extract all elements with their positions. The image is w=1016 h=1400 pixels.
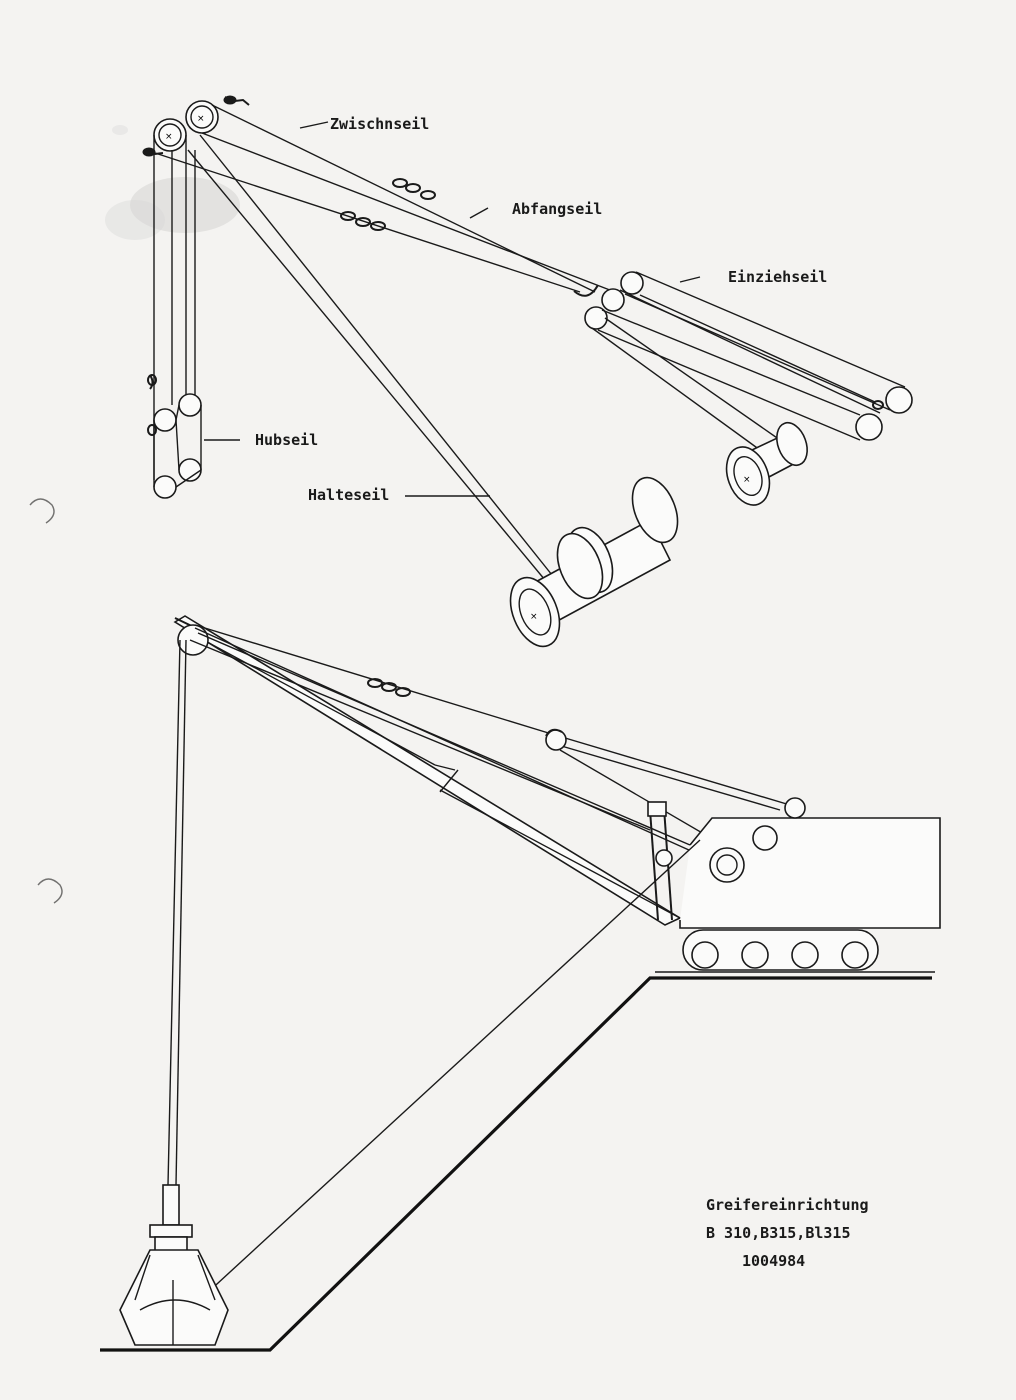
label-halteseil: Halteseil bbox=[308, 486, 389, 504]
excavator-drawing bbox=[100, 615, 941, 1352]
caption-title: Greifereinrichtung bbox=[706, 1196, 869, 1214]
label-einziehseil: Einziehseil bbox=[728, 268, 827, 286]
svg-text:×: × bbox=[530, 612, 538, 622]
luffing-drum: × bbox=[725, 421, 808, 506]
rope-reeving-diagram: × × bbox=[142, 95, 913, 648]
boom bbox=[173, 615, 682, 926]
boom-rope-connector bbox=[367, 678, 411, 697]
luffing-sheaves bbox=[584, 271, 913, 441]
svg-text:×: × bbox=[197, 114, 205, 124]
crawler-track bbox=[682, 929, 879, 971]
hoist-drum: × bbox=[509, 476, 679, 648]
superstructure bbox=[647, 797, 941, 929]
boom-head-sheave-lower: × bbox=[153, 118, 187, 152]
grab-bucket bbox=[119, 1184, 229, 1346]
ground-profile bbox=[100, 976, 932, 1352]
rope-connector-upper bbox=[392, 178, 436, 200]
label-hubseil: Hubseil bbox=[255, 431, 318, 449]
paper-smudges bbox=[29, 125, 240, 904]
label-abfangseil: Abfangseil bbox=[512, 200, 602, 218]
rope-connector-lower bbox=[340, 211, 386, 231]
drawing-caption: Greifereinrichtung B 310,B315,Bl315 1004… bbox=[706, 1196, 869, 1270]
caption-models: B 310,B315,Bl315 bbox=[706, 1224, 851, 1242]
label-zwischenseil: Zwischnseil bbox=[330, 115, 429, 133]
caption-number: 1004984 bbox=[742, 1252, 805, 1270]
svg-text:×: × bbox=[165, 132, 173, 142]
grab-sheave-block bbox=[147, 374, 202, 499]
svg-text:×: × bbox=[743, 475, 751, 485]
